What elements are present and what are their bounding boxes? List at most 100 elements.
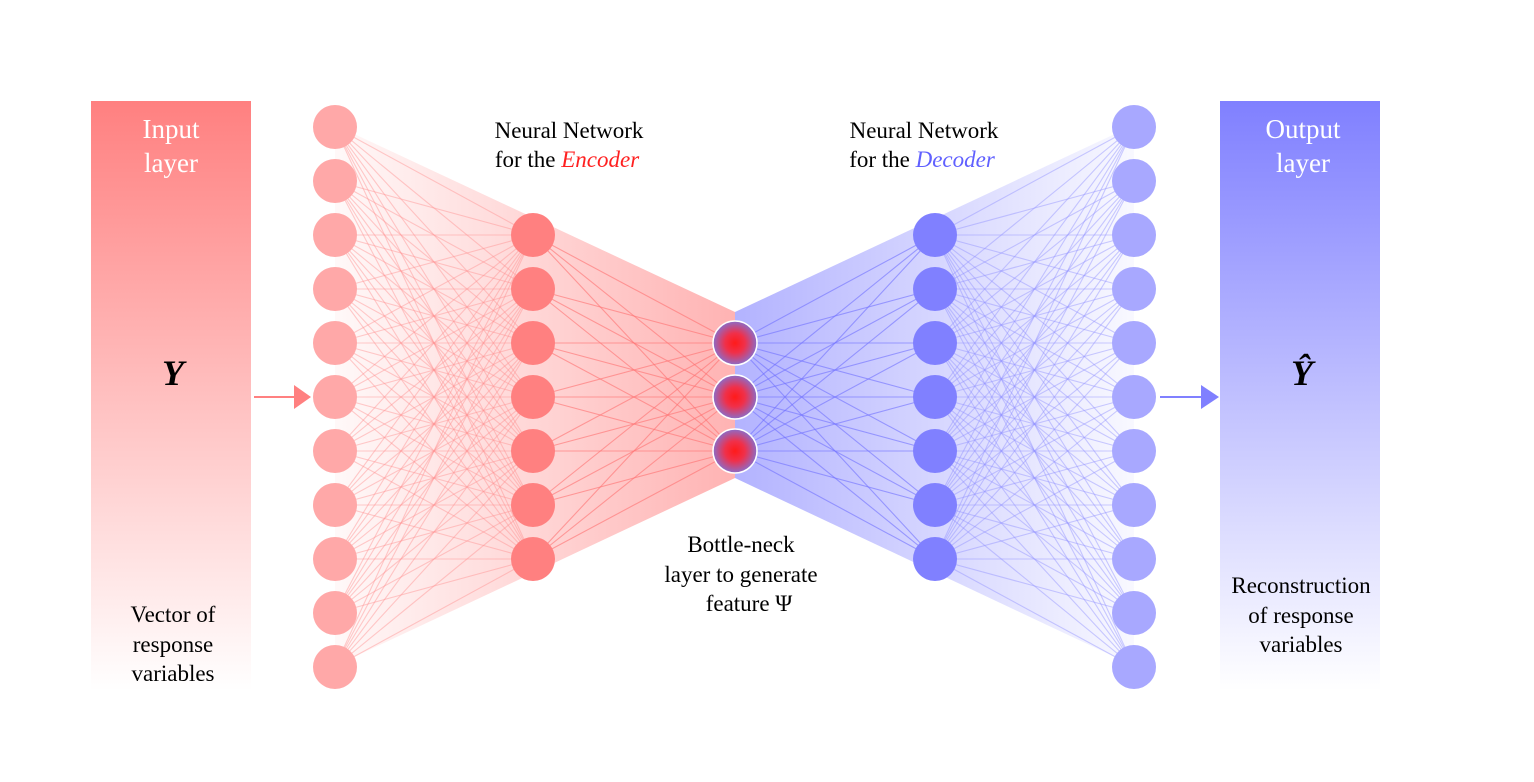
connection: [334, 234, 534, 614]
connection: [934, 126, 1135, 398]
connection: [934, 396, 1135, 560]
connection: [734, 288, 936, 452]
connection: [334, 342, 534, 560]
output-node-1: [1112, 105, 1156, 149]
connection: [934, 234, 1135, 398]
connections-bottleneck-to-decoder-hidden: [734, 234, 936, 560]
input-layer-panel: Input layer Y Vector of response variabl…: [91, 101, 251, 691]
connection: [334, 342, 534, 452]
connection: [334, 234, 534, 560]
encoder-label: Neural Network for the Encoder: [495, 118, 644, 172]
connection: [334, 126, 534, 560]
connection: [934, 126, 1135, 236]
connection: [934, 234, 1135, 344]
connection: [934, 342, 1135, 560]
connection: [334, 180, 534, 398]
connection: [334, 234, 534, 506]
connection: [334, 180, 534, 290]
output-node-4: [1112, 267, 1156, 311]
connection: [334, 126, 534, 344]
connection: [934, 396, 1135, 506]
connection: [934, 342, 1135, 452]
connection: [934, 288, 1135, 344]
encoder-hidden-node-3: [511, 321, 555, 365]
connection: [334, 396, 534, 560]
input-panel-background: [91, 101, 251, 691]
connection: [334, 396, 534, 506]
output-node-3: [1112, 213, 1156, 257]
connection: [934, 396, 1135, 560]
decoder-hidden-node-2: [913, 267, 957, 311]
connection: [334, 342, 534, 560]
connection: [532, 342, 736, 398]
connection: [934, 180, 1135, 452]
connection: [934, 126, 1135, 506]
connection: [934, 234, 1135, 506]
connection: [934, 180, 1135, 398]
input-panel-caption-line1: Vector of: [131, 602, 216, 627]
output-panel-title-line1: Output: [1265, 114, 1341, 144]
bottleneck-node-3: [712, 428, 758, 474]
connection: [334, 396, 534, 452]
decoder-label-prefix: for the: [849, 147, 915, 172]
output-panel-title-line2: layer: [1276, 148, 1330, 178]
input-node-11: [313, 645, 357, 689]
connection: [934, 288, 1135, 668]
connection: [334, 234, 534, 452]
connection: [934, 450, 1135, 614]
connection: [334, 126, 534, 236]
connection: [334, 180, 534, 506]
encoder-hidden-node-6: [511, 483, 555, 527]
connection: [934, 396, 1135, 506]
input-panel-symbol: Y: [162, 353, 187, 393]
connection: [934, 126, 1135, 560]
connection: [934, 342, 1135, 452]
connection: [334, 558, 534, 668]
connection: [334, 288, 534, 506]
connection: [734, 342, 936, 452]
connection: [334, 288, 534, 614]
output-node-2: [1112, 159, 1156, 203]
connection: [334, 342, 534, 614]
connection: [334, 288, 534, 506]
connection: [334, 234, 534, 290]
connection: [334, 234, 534, 452]
input-panel-caption-line2: response: [133, 632, 213, 657]
output-node-10: [1112, 591, 1156, 635]
connection: [934, 288, 1135, 398]
connection: [934, 234, 1135, 344]
output-panel-caption-line1: Reconstruction: [1231, 573, 1371, 598]
decoder-hidden-node-1: [913, 213, 957, 257]
connection: [934, 234, 1135, 614]
connection: [934, 450, 1135, 506]
connection: [334, 288, 534, 452]
connection: [934, 504, 1135, 614]
connection: [532, 342, 736, 560]
connection: [334, 396, 534, 506]
connection: [532, 396, 736, 560]
decoder-hidden-node-3: [913, 321, 957, 365]
input-panel-caption-line3: variables: [131, 661, 214, 686]
connection: [334, 288, 534, 452]
connection: [334, 396, 534, 614]
input-arrow: [254, 385, 311, 409]
connection: [334, 504, 534, 560]
encoder-hidden-node-7: [511, 537, 555, 581]
output-node-6: [1112, 375, 1156, 419]
encoder-hidden-node-1: [511, 213, 555, 257]
connection: [934, 234, 1135, 452]
input-node-4: [313, 267, 357, 311]
connection: [934, 396, 1135, 452]
connection: [334, 450, 534, 614]
connection: [334, 234, 534, 344]
connection: [334, 288, 534, 560]
connection: [334, 180, 534, 560]
decoder-label-line2: for the Decoder: [849, 147, 996, 172]
connection: [334, 288, 534, 398]
input-node-1: [313, 105, 357, 149]
connection: [934, 342, 1135, 506]
connection: [334, 288, 534, 344]
connection: [934, 126, 1135, 290]
input-panel-title-line2: layer: [144, 148, 198, 178]
